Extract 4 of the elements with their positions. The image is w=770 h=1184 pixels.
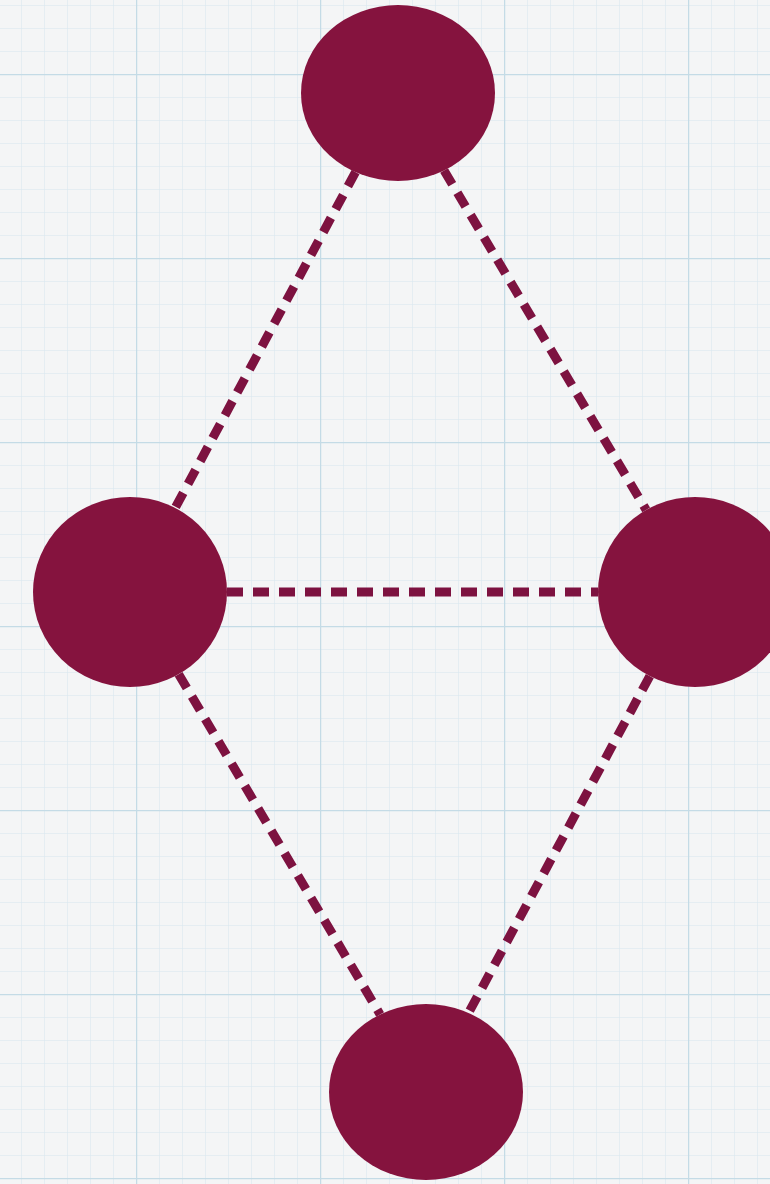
dashed-connector <box>227 587 598 597</box>
dashed-connector <box>174 671 384 1017</box>
dashed-connector <box>440 168 650 513</box>
dashed-connector <box>171 169 360 511</box>
